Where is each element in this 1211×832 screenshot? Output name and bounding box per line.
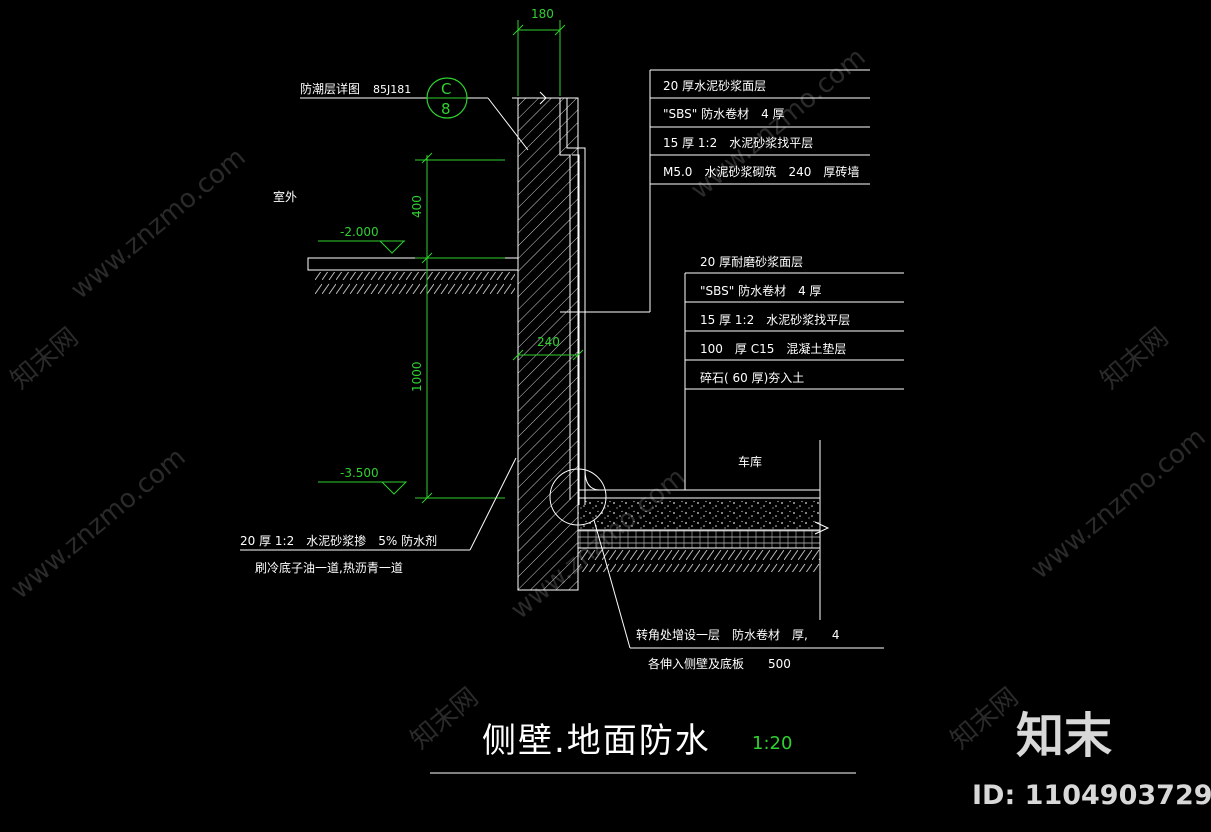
watermark-text: www.znzmo.com <box>685 42 871 205</box>
watermark-text: 知末网 <box>1095 322 1174 395</box>
dim-wall-240: 240 <box>537 335 560 349</box>
corner-note-line1: 转角处增设一层 防水卷材 厚, 4 <box>636 627 839 642</box>
corner-note-leader <box>593 519 884 649</box>
detail-ref-label: 防潮层详图 <box>300 81 360 96</box>
brick-wall-section <box>512 91 586 591</box>
floor-layer-3: 15 厚 1:2 水泥砂浆找平层 <box>700 312 850 327</box>
watermark-layer: www.znzmo.com 知末网 www.znzmo.com www.znzm… <box>5 42 1211 755</box>
watermark-text: 知末网 <box>405 682 484 755</box>
detail-reference: C 8 <box>300 77 529 151</box>
dim-wall-180: 180 <box>531 7 554 21</box>
image-id: ID: 1104903729 <box>972 780 1211 811</box>
dim-height-1000: 1000 <box>410 361 424 392</box>
outdoor-label: 室外 <box>273 189 297 204</box>
brand-logo: 知末 <box>1016 708 1112 764</box>
wall-layer-1: 20 厚水泥砂浆面层 <box>663 78 766 93</box>
watermark-text: 知末网 <box>945 682 1024 755</box>
floor-layer-1: 20 厚耐磨砂浆面层 <box>700 254 803 269</box>
wall-layer-texts: 20 厚水泥砂浆面层 "SBS" 防水卷材 4 厚 15 厚 1:2 水泥砂浆找… <box>663 78 859 179</box>
floor-layer-texts: 20 厚耐磨砂浆面层 "SBS" 防水卷材 4 厚 15 厚 1:2 水泥砂浆找… <box>700 254 850 385</box>
exterior-note-line2: 刷冷底子油一道,热沥青一道 <box>255 560 403 575</box>
exterior-note-leader <box>240 457 517 551</box>
watermark-text: www.znzmo.com <box>1025 422 1211 585</box>
garage-floor-section <box>549 440 830 620</box>
watermark-text: 知末网 <box>5 322 84 395</box>
wall-layer-2: "SBS" 防水卷材 4 厚 <box>663 106 785 121</box>
detail-symbol-top: C <box>441 80 451 98</box>
floor-layer-5: 碎石( 60 厚)夯入土 <box>700 370 804 385</box>
floor-layer-callout <box>684 272 904 490</box>
elevation-floor: -3.500 <box>340 466 379 480</box>
detail-ref-code: 85J181 <box>373 83 411 96</box>
elevation-ground: -2.000 <box>340 225 379 239</box>
wall-layer-3: 15 厚 1:2 水泥砂浆找平层 <box>663 135 813 150</box>
detail-symbol-bottom: 8 <box>441 100 451 118</box>
floor-layer-4: 100 厚 C15 混凝土垫层 <box>700 341 846 356</box>
outdoor-ground <box>307 257 519 294</box>
watermark-text: www.znzmo.com <box>65 142 251 305</box>
scale-label: 1:20 <box>752 733 792 754</box>
dim-height-400: 400 <box>410 195 424 218</box>
dimension-lines <box>318 20 584 504</box>
floor-layer-2: "SBS" 防水卷材 4 厚 <box>700 283 822 298</box>
wall-layer-callout <box>560 69 870 313</box>
wall-layer-4: M5.0 水泥砂浆砌筑 240 厚砖墙 <box>663 164 859 179</box>
corner-note-line2: 各伸入侧壁及底板 500 <box>648 656 791 671</box>
drawing-title: 侧壁.地面防水 <box>482 721 711 761</box>
garage-label: 车库 <box>738 454 762 469</box>
watermark-text: www.znzmo.com <box>5 442 191 605</box>
exterior-note-line1: 20 厚 1:2 水泥砂浆掺 5% 防水剂 <box>240 533 437 548</box>
